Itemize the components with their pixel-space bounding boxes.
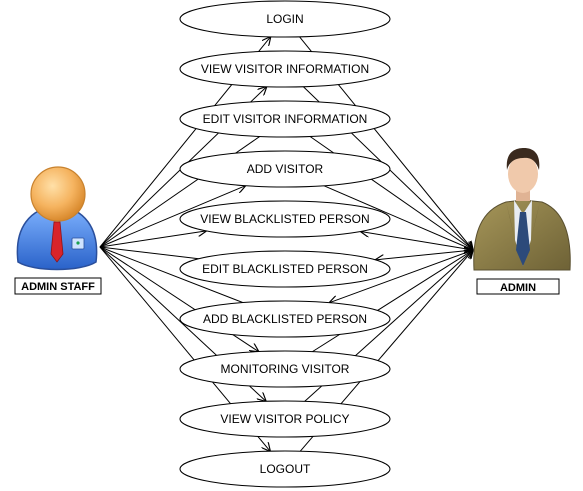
use-case-view-visitor-information[interactable]: VIEW VISITOR INFORMATION <box>179 50 391 88</box>
use-case-ellipse <box>179 250 391 288</box>
admin-staff-avatar-icon <box>16 166 98 271</box>
use-case-ellipse <box>179 450 391 488</box>
use-case-label: LOGOUT <box>260 462 311 476</box>
use-case-ellipse <box>179 350 391 388</box>
association-staff-add-visitor <box>99 186 245 248</box>
use-case-ellipse <box>179 150 391 188</box>
use-case-ellipse <box>179 0 391 38</box>
admin-staff-label: ADMIN STAFF <box>21 281 95 293</box>
association-admin-add-blacklisted-person <box>329 249 474 303</box>
use-case-login[interactable]: LOGIN <box>179 0 391 38</box>
admin-label: ADMIN <box>500 282 536 294</box>
use-case-group: LOGIN VIEW VISITOR INFORMATION EDIT VISITO… <box>179 0 391 488</box>
use-case-label: EDIT BLACKLISTED PERSON <box>202 262 368 276</box>
use-case-view-blacklisted-person[interactable]: VIEW BLACKLISTED PERSON <box>179 200 391 238</box>
admin-staff-label-box <box>14 277 102 295</box>
use-case-view-visitor-policy[interactable]: VIEW VISITOR POLICY <box>179 400 391 438</box>
use-case-label: ADD BLACKLISTED PERSON <box>203 312 367 326</box>
admin-businessman-icon <box>473 148 571 271</box>
association-staff-add-blacklisted-person <box>99 246 243 303</box>
use-case-ellipse <box>179 300 391 338</box>
association-staff-view-blacklisted-person <box>99 231 206 248</box>
use-case-label: LOGIN <box>266 12 303 26</box>
use-case-label: VIEW BLACKLISTED PERSON <box>200 212 369 226</box>
use-case-ellipse <box>179 100 391 138</box>
use-case-label: MONITORING VISITOR <box>221 362 350 376</box>
association-lines <box>99 37 474 451</box>
use-case-ellipse <box>179 50 391 88</box>
admin-staff-actor[interactable]: ADMIN STAFF <box>14 166 102 295</box>
use-case-label: ADD VISITOR <box>247 162 324 176</box>
use-case-edit-blacklisted-person[interactable]: EDIT BLACKLISTED PERSON <box>179 250 391 288</box>
use-case-label: EDIT VISITOR INFORMATION <box>203 112 368 126</box>
use-case-logout[interactable]: LOGOUT <box>179 450 391 488</box>
association-staff-edit-blacklisted-person <box>99 246 199 260</box>
use-case-edit-visitor-information[interactable]: EDIT VISITOR INFORMATION <box>179 100 391 138</box>
use-case-ellipse <box>179 200 391 238</box>
association-admin-view-blacklisted-person <box>361 231 474 251</box>
admin-actor[interactable]: ADMIN <box>473 148 571 295</box>
admin-label-box <box>476 278 560 295</box>
use-case-label: VIEW VISITOR POLICY <box>220 412 349 426</box>
use-case-label: VIEW VISITOR INFORMATION <box>201 62 369 76</box>
use-case-add-blacklisted-person[interactable]: ADD BLACKLISTED PERSON <box>179 300 391 338</box>
use-case-monitoring-visitor[interactable]: MONITORING VISITOR <box>179 350 391 388</box>
use-case-add-visitor[interactable]: ADD VISITOR <box>179 150 391 188</box>
association-admin-add-visitor <box>323 185 473 250</box>
association-admin-edit-blacklisted-person <box>375 249 474 260</box>
use-case-ellipse <box>179 400 391 438</box>
